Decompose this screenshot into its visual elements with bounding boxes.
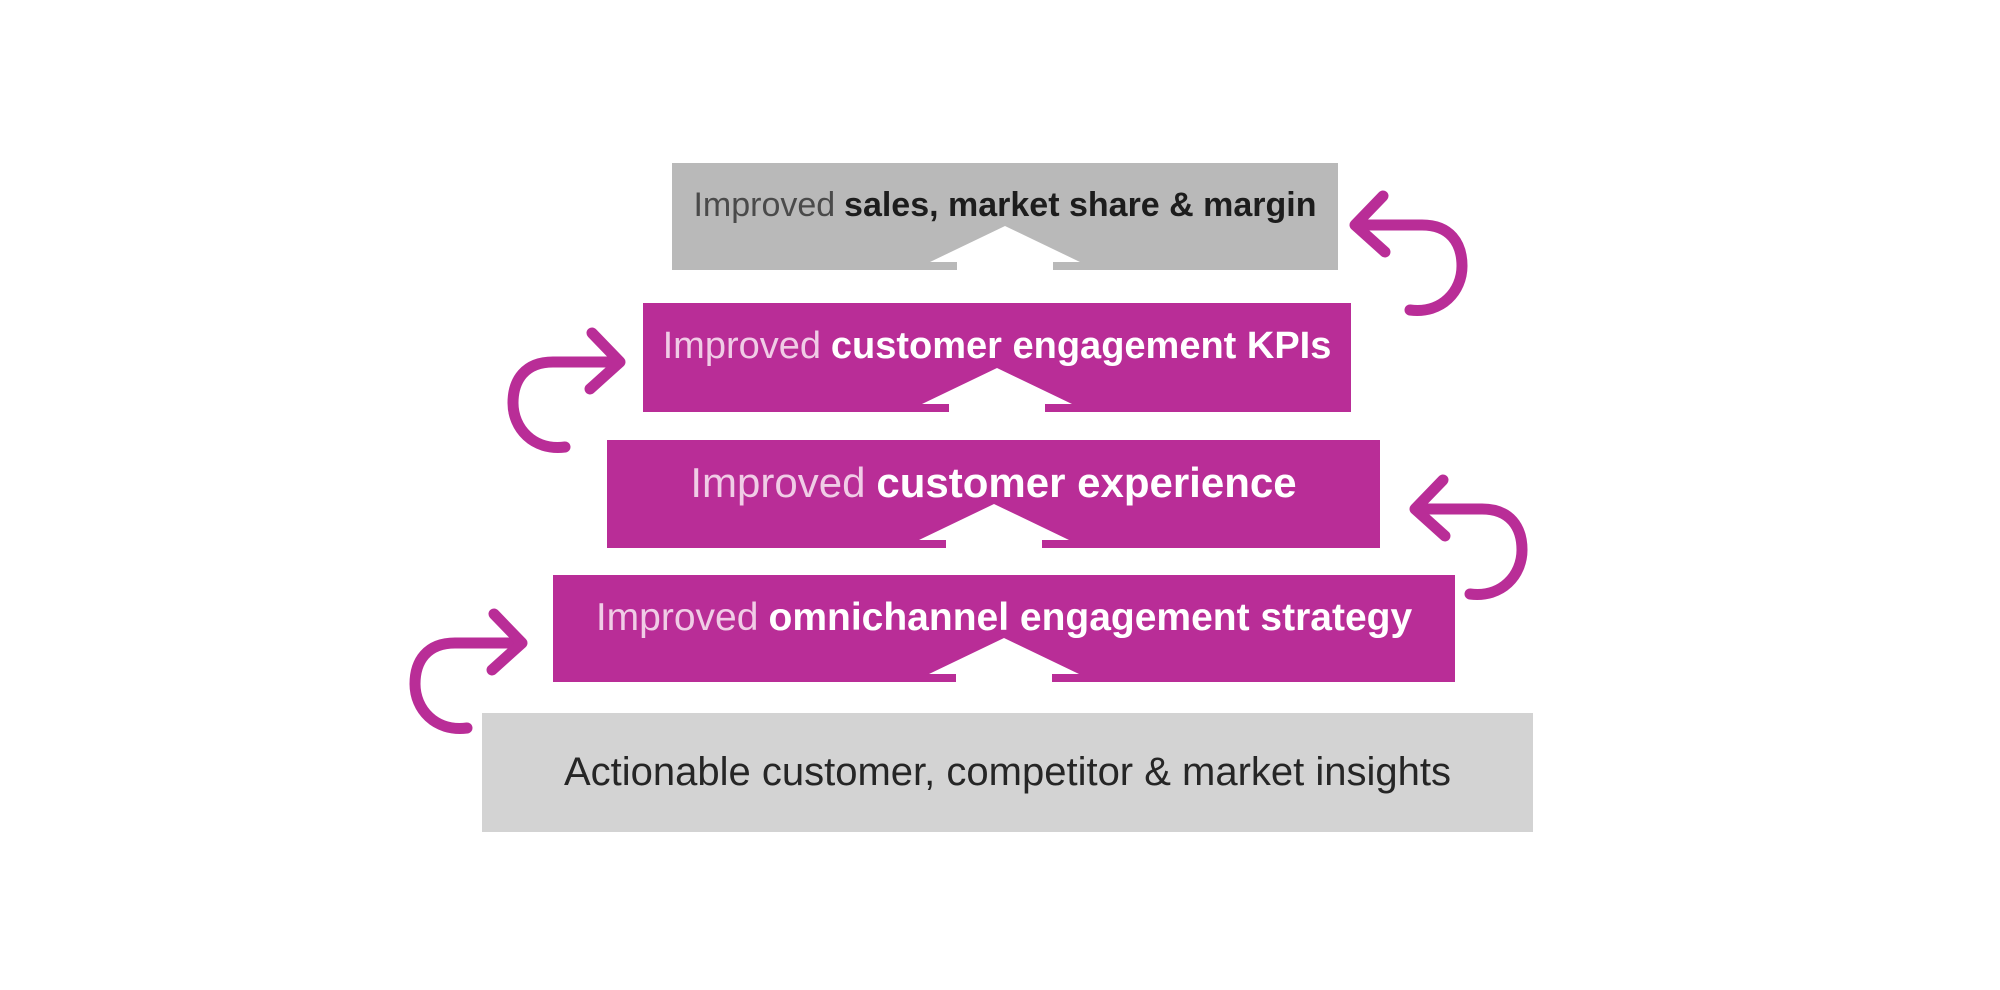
layer-customer-experience: Improved customer experience [607,440,1380,562]
up-arrow-icon [929,638,1079,696]
layer-prefix: Improved [693,186,836,224]
layer-emphasis: customer engagement KPIs [830,325,1332,367]
layer-actionable-insights: Actionable customer, competitor & market… [482,713,1533,832]
curl-arrow-right-icon [505,325,630,460]
layer-customer-engagement-kpis: Improved customer engagement KPIs [643,303,1351,426]
layer-emphasis: sales, market share & margin [844,186,1317,224]
curl-arrow-left-icon [1405,472,1530,607]
layer-prefix: Improved [595,595,759,639]
up-arrow-icon [918,504,1069,562]
up-arrow-icon [922,368,1072,426]
layer-prefix: Improved [662,325,822,367]
layer-sales-market-share-margin: Improved sales, market share & margin [672,163,1338,284]
layer-emphasis: customer experience [876,459,1297,506]
curl-arrow-right-icon [407,606,532,741]
layer-prefix: Improved [690,459,866,506]
up-arrow-icon [930,226,1080,284]
layer-omnichannel-engagement-strategy: Improved omnichannel engagement strategy [553,575,1455,696]
curl-arrow-left-icon [1345,188,1470,323]
layer-text: Actionable customer, competitor & market… [563,750,1452,794]
layer-emphasis: omnichannel engagement strategy [768,595,1413,639]
